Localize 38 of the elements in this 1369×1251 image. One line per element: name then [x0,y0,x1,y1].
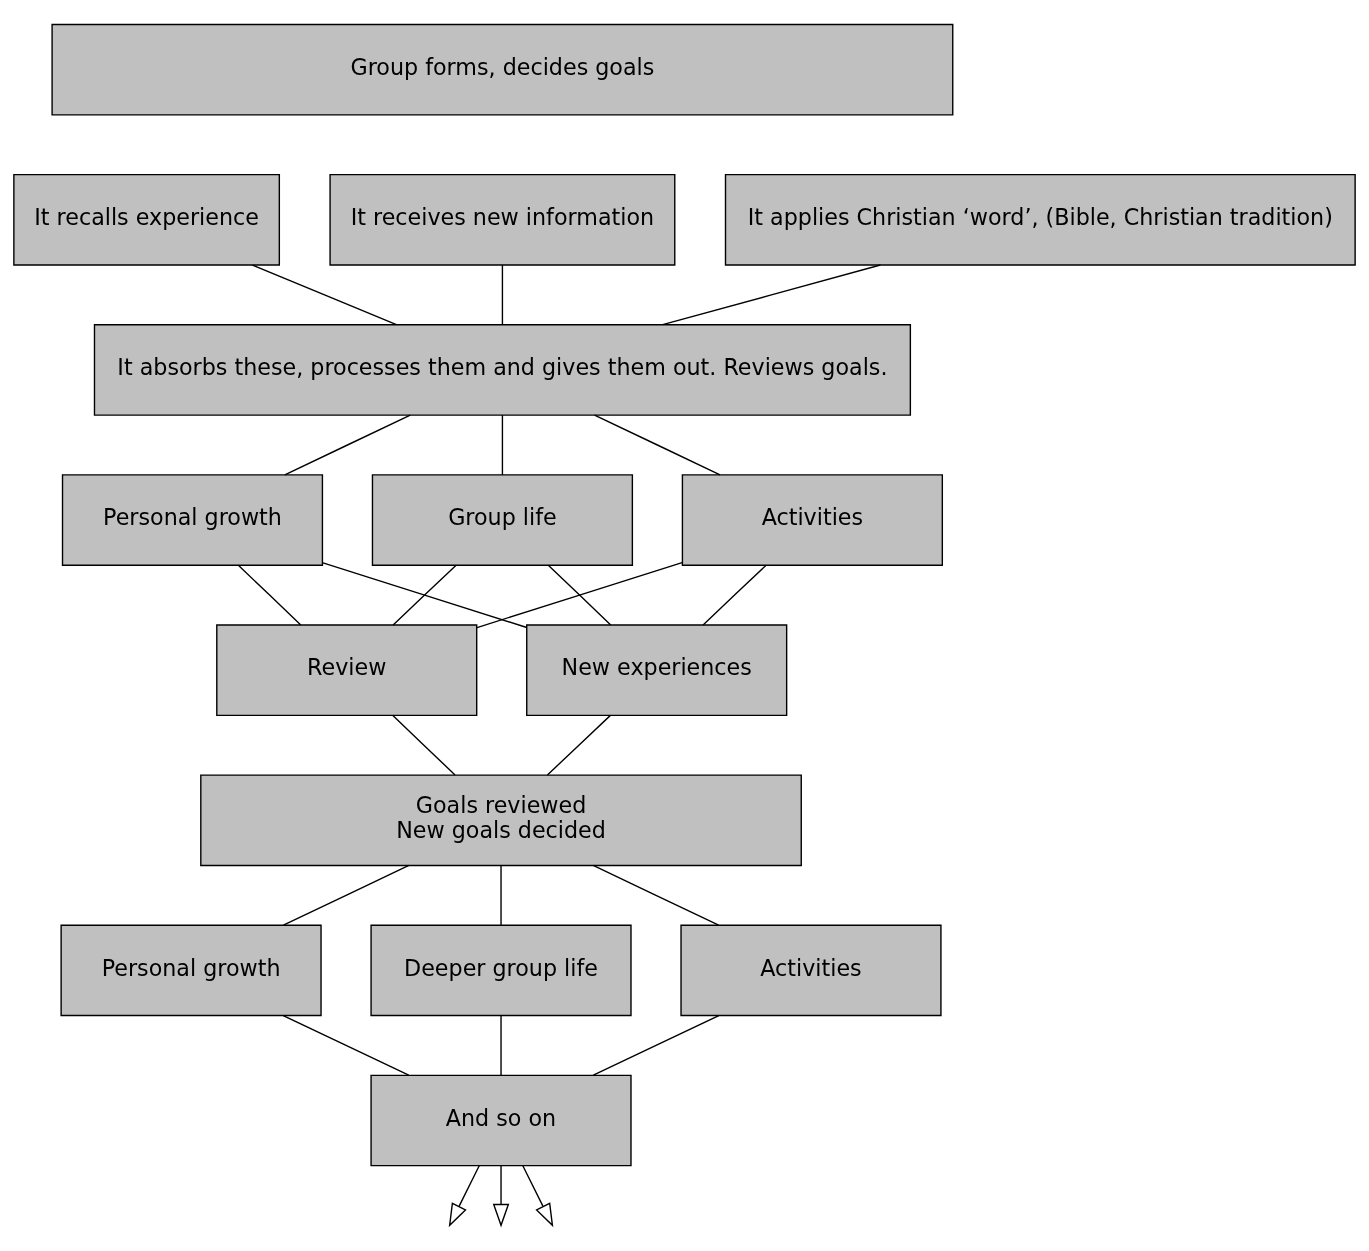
node-box: It receives new information [329,173,676,266]
connector [592,864,720,926]
node-box: It absorbs these, processes them and gives them out. Reviews goals. [93,324,912,416]
node-box: And so on [370,1074,632,1167]
arrow [448,1165,480,1228]
connector [501,414,504,476]
node-box: New experiences [526,624,788,717]
node-box: Goals reviewed New goals decided [200,774,802,867]
connector [476,562,683,629]
node-box: It recalls experience [13,173,281,266]
connector [282,864,410,926]
connector [546,714,612,776]
connector [392,564,457,626]
connector [500,1014,502,1076]
connector [547,564,612,626]
node-box: Group life [371,474,634,566]
connector [322,562,528,629]
connector [661,264,882,326]
connector [391,714,456,776]
node-box: Deeper group life [370,924,632,1017]
node-box: Group forms, decides goals [51,23,954,116]
node-box: Activities [680,924,942,1017]
node-box: Personal growth [60,924,322,1017]
connector [702,564,767,626]
arrow [492,1165,510,1228]
connector [501,264,504,326]
connector [500,864,502,926]
node-box: Personal growth [61,474,324,566]
connector [251,264,398,326]
node-box: It applies Christian ‘word’, (Bible, Christian tradition) [724,173,1356,266]
connector [284,414,411,476]
arrow [522,1165,554,1228]
connector [593,414,721,476]
connector [282,1014,410,1076]
node-box: Activities [681,474,944,566]
node-box: Review [216,624,478,717]
connector [237,564,302,626]
connector [592,1014,720,1076]
